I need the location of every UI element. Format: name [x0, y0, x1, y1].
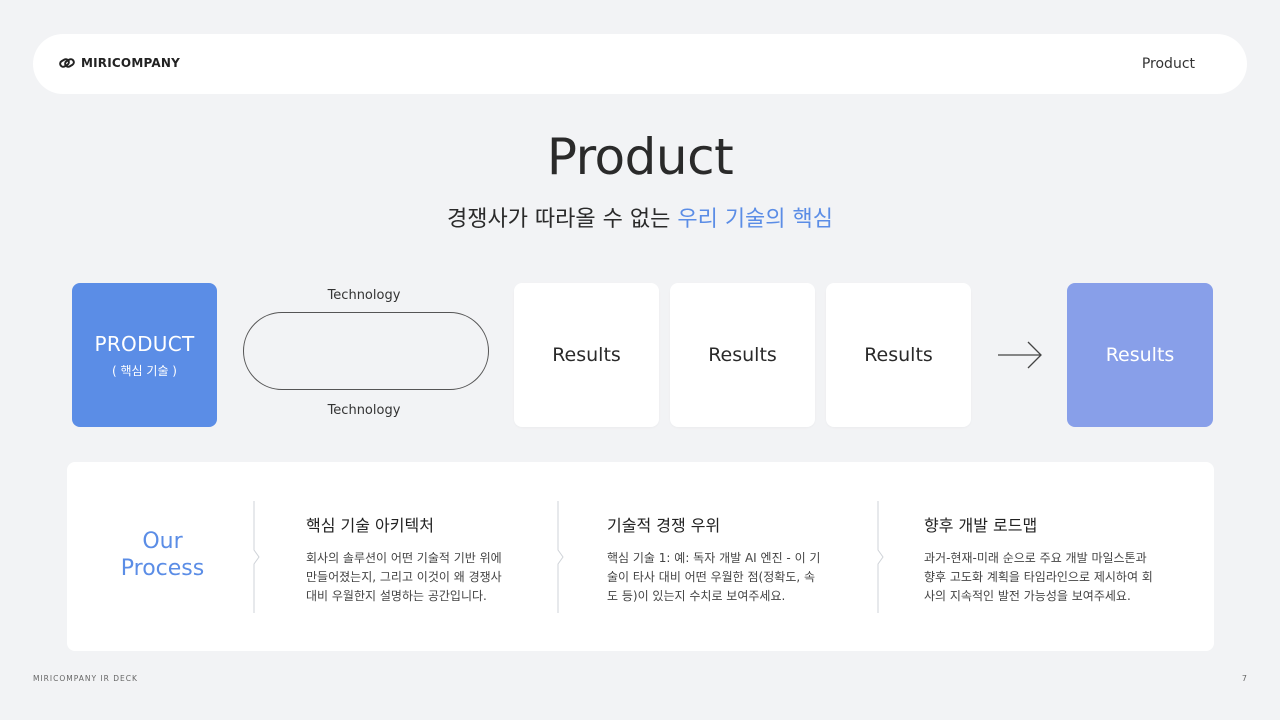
footer-deck-name: MIRICOMPANY IR DECK: [33, 674, 138, 683]
step-body-line: 향후 고도화 계획을 타임라인으로 제시하여 회: [924, 570, 1153, 584]
step-body-line: 만들어졌는지, 그리고 이것이 왜 경쟁사: [306, 570, 502, 584]
step-body-line: 핵심 기술 1: 예: 독자 개발 AI 엔진 - 이 기: [607, 551, 821, 565]
page-title: Product: [546, 128, 734, 186]
process-title-line1: Our: [142, 529, 183, 554]
process-title-line2: Process: [120, 556, 205, 581]
process-divider-1: [250, 501, 262, 613]
brand-logo[interactable]: MIRICOMPANY: [59, 55, 180, 71]
subtitle-accent-text: 우리 기술의 핵심: [677, 207, 834, 232]
subtitle-text: 경쟁사가 따라올 수 없는: [446, 207, 678, 232]
process-card: Our Process 핵심 기술 아키텍처 회사의 솔루션이 어떤 기술적 기…: [67, 462, 1214, 651]
step-body-line: 과거-현재-미래 순으로 주요 개발 마일스톤과: [924, 551, 1147, 565]
step-body-line: 도 등)이 있는지 수치로 보여주세요.: [607, 589, 786, 603]
step-body: 회사의 솔루션이 어떤 기술적 기반 위에 만들어졌는지, 그리고 이것이 왜 …: [306, 549, 502, 606]
step-body: 과거-현재-미래 순으로 주요 개발 마일스톤과 향후 고도화 계획을 타임라인…: [924, 549, 1153, 606]
result-card-2: Results: [670, 283, 815, 427]
process-title: Our Process: [105, 528, 220, 582]
step-heading: 향후 개발 로드맵: [924, 516, 1038, 535]
brand-name: MIRICOMPANY: [81, 56, 180, 70]
technology-label-top: Technology: [327, 288, 401, 303]
page-subtitle: 경쟁사가 따라올 수 없는 우리 기술의 핵심: [0, 201, 1280, 233]
footer-page-number: 7: [1241, 674, 1247, 683]
step-body-line: 사의 지속적인 발전 가능성을 보여주세요.: [924, 589, 1131, 603]
nav-link-product[interactable]: Product: [1141, 56, 1195, 72]
technology-label-bottom: Technology: [327, 403, 401, 418]
technology-pill: [243, 312, 489, 390]
product-name: PRODUCT: [94, 332, 195, 356]
step-body: 핵심 기술 1: 예: 독자 개발 AI 엔진 - 이 기 술이 타사 대비 어…: [607, 549, 820, 606]
product-subtitle: ( 핵심 기술 ): [112, 364, 177, 378]
process-step-3: 향후 개발 로드맵 과거-현재-미래 순으로 주요 개발 마일스톤과 향후 고도…: [924, 512, 1153, 606]
step-body-line: 술이 타사 대비 어떤 우월한 점(정확도, 속: [607, 570, 816, 584]
step-heading: 핵심 기술 아키텍처: [306, 516, 434, 535]
top-header-bar: MIRICOMPANY Product: [33, 34, 1247, 94]
process-step-2: 기술적 경쟁 우위 핵심 기술 1: 예: 독자 개발 AI 엔진 - 이 기 …: [607, 512, 820, 606]
process-divider-2: [554, 501, 566, 613]
arrow-right-icon: [998, 341, 1042, 369]
product-card: PRODUCT ( 핵심 기술 ): [72, 283, 217, 427]
step-body-line: 대비 우월한지 설명하는 공간입니다.: [306, 589, 487, 603]
process-step-1: 핵심 기술 아키텍처 회사의 솔루션이 어떤 기술적 기반 위에 만들어졌는지,…: [306, 512, 502, 606]
result-card-1: Results: [514, 283, 659, 427]
final-result-card: Results: [1067, 283, 1213, 427]
step-heading: 기술적 경쟁 우위: [607, 516, 721, 535]
link-chain-icon: [59, 58, 75, 68]
process-divider-3: [874, 501, 886, 613]
step-body-line: 회사의 솔루션이 어떤 기술적 기반 위에: [306, 551, 502, 565]
result-card-3: Results: [826, 283, 971, 427]
